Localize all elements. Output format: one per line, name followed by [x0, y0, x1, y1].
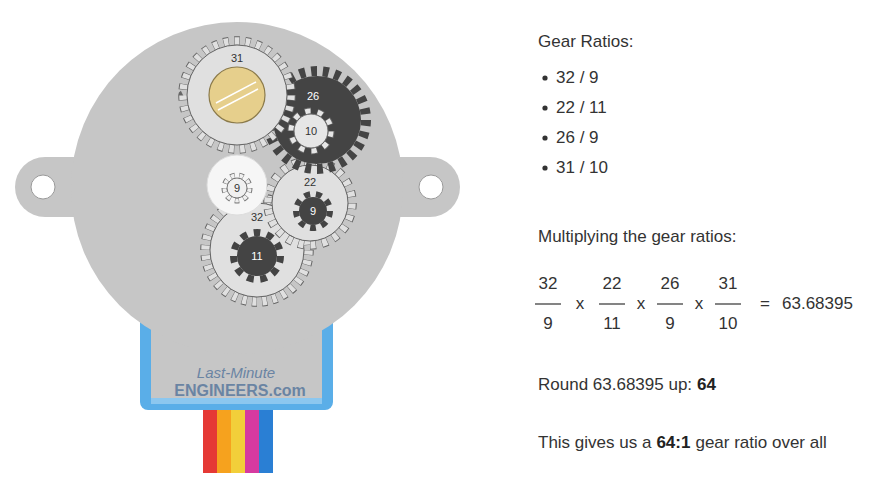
- gear-teeth-count: 31: [231, 52, 243, 65]
- note-text: gear ratio over all: [695, 433, 826, 453]
- gear-teeth-count: 9: [234, 182, 240, 195]
- housing: [71, 22, 403, 354]
- denominator: 9: [665, 314, 674, 334]
- numerator: 22: [603, 274, 622, 294]
- operator: x: [637, 294, 646, 314]
- ratio-item: 26 / 9: [556, 128, 599, 148]
- gear-teeth-count: 9: [310, 205, 316, 218]
- note-text: This gives us a: [538, 433, 651, 453]
- list-bullets: [542, 75, 547, 170]
- section-heading: Multiplying the gear ratios:: [538, 227, 736, 247]
- operator: =: [760, 294, 770, 314]
- numerator: 31: [719, 274, 738, 294]
- watermark: ENGINEERS.com: [174, 382, 306, 400]
- operator: x: [695, 294, 704, 314]
- numerator: 32: [539, 274, 558, 294]
- denominator: 10: [719, 314, 738, 334]
- gear-teeth-count: 32: [251, 211, 263, 224]
- section-heading: Gear Ratios:: [538, 32, 633, 52]
- rounded-value: 64: [697, 375, 716, 395]
- gear-teeth-count: 10: [305, 125, 317, 138]
- ratio-item: 31 / 10: [556, 158, 608, 178]
- ratio-item: 32 / 9: [556, 68, 599, 88]
- gear-teeth-count: 11: [251, 250, 262, 263]
- note-text: Round 63.68395 up:: [538, 375, 692, 395]
- wires: [203, 405, 273, 473]
- gear-teeth-count: 22: [304, 176, 316, 189]
- overall-ratio: 64:1: [656, 433, 690, 453]
- ratio-item: 22 / 11: [556, 98, 607, 118]
- watermark: Last-Minute: [197, 364, 275, 381]
- gear: [207, 155, 267, 215]
- gear: [268, 161, 352, 245]
- gear: [183, 41, 291, 149]
- gear-teeth-count: 26: [307, 90, 319, 103]
- result-value: 63.68395: [782, 294, 853, 314]
- denominator: 9: [543, 314, 552, 334]
- operator: x: [576, 294, 585, 314]
- numerator: 26: [661, 274, 680, 294]
- denominator: 11: [603, 314, 621, 334]
